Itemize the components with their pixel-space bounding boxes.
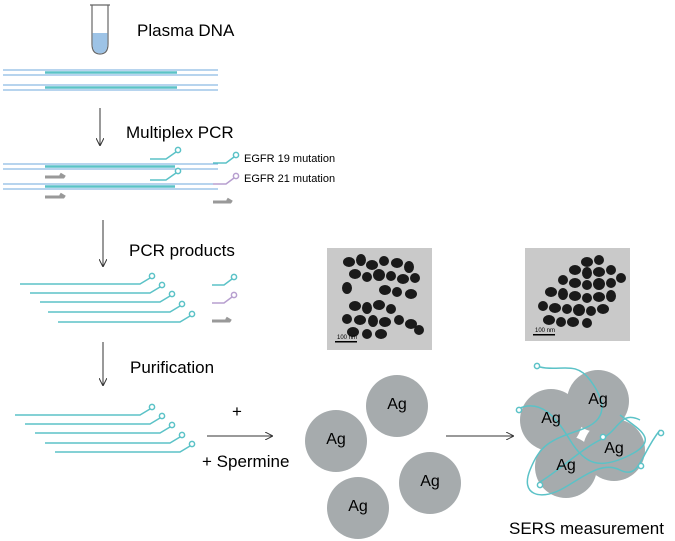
ag-particle [305, 410, 367, 472]
ag-label: Ag [604, 440, 624, 457]
step-multiplex-pcr: Multiplex PCR [126, 123, 234, 142]
ag-label: Ag [420, 473, 440, 490]
purified-strands [15, 403, 196, 453]
ag-label: Ag [556, 457, 576, 474]
ag-particle [399, 452, 461, 514]
ag-label: Ag [348, 498, 368, 515]
legend-egfr21: EGFR 21 mutation [244, 173, 336, 185]
tem-scale-label: 100 nm [535, 328, 556, 334]
step-pcr-products: PCR products [129, 241, 235, 260]
step-plasma-dna: Plasma DNA [137, 21, 235, 40]
egfr19-probe-icon [213, 151, 240, 164]
probe-icons [150, 146, 182, 181]
ag-particle [567, 370, 629, 432]
dna-linker-strands [515, 362, 665, 496]
ag-particle [327, 477, 389, 539]
ag-label: Ag [326, 431, 346, 448]
tem-scale-label: 100 nm [337, 335, 358, 341]
grey-primers [45, 172, 66, 199]
tem-image-dispersed: 100 nm [327, 248, 432, 350]
sers-measurement-label: SERS measurement [509, 519, 664, 538]
test-tube-icon [90, 4, 110, 55]
legend-egfr19: EGFR 19 mutation [244, 153, 336, 165]
ag-particles-aggregated [520, 370, 645, 498]
ag-particle [366, 375, 428, 437]
spermine-label: + Spermine [202, 452, 290, 471]
ag-particle [583, 419, 645, 481]
product-legend-icons [212, 273, 238, 323]
multiplex-strands [3, 163, 218, 190]
ag-label: Ag [541, 410, 561, 427]
tem-image-aggregated: 100 nm [525, 248, 630, 341]
ag-label: Ag [387, 396, 407, 413]
legend-grey-primer [213, 197, 233, 204]
step-purification: Purification [130, 358, 215, 377]
pcr-product-strands [20, 272, 196, 323]
ag-particles-dispersed [305, 375, 461, 539]
plasma-dna-strands [3, 69, 218, 91]
egfr21-probe-icon [213, 172, 240, 185]
ag-label: Ag [588, 391, 608, 408]
plus-sign: + [232, 402, 242, 421]
